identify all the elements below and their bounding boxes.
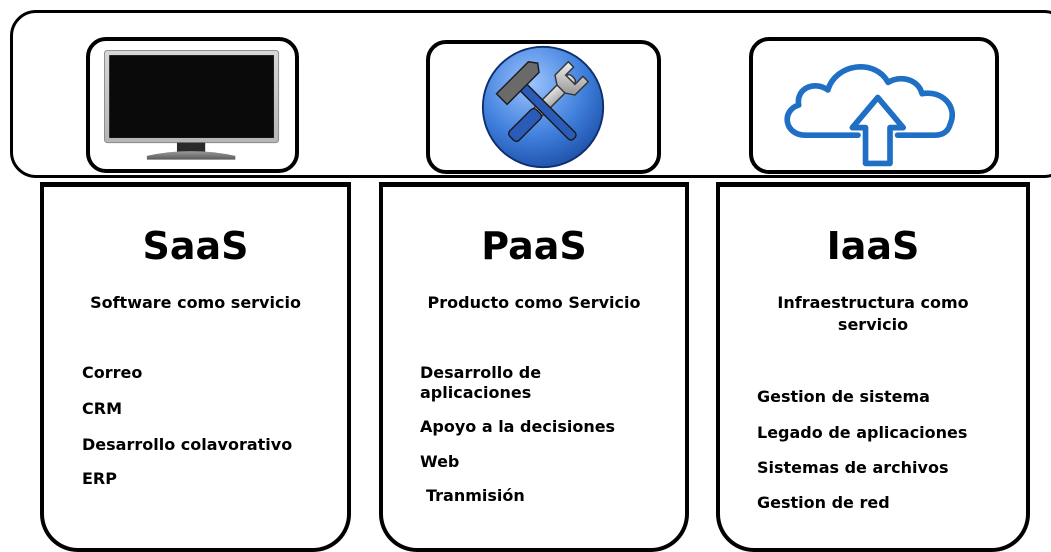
saas-items: Correo CRM Desarrollo colavorativo ERP xyxy=(82,363,347,489)
list-item: Web xyxy=(420,452,460,471)
tools-icon xyxy=(481,45,605,169)
list-item: Gestion de sistema xyxy=(757,387,930,406)
iaas-card: IaaS Infraestructura como servicio Gesti… xyxy=(716,182,1030,552)
list-item: Correo xyxy=(82,363,143,382)
list-item: ERP xyxy=(82,469,117,488)
list-item: Tranmisión xyxy=(426,486,525,505)
list-item: CRM xyxy=(82,399,122,418)
list-item: Desarrollo de aplicaciones xyxy=(420,363,542,402)
list-item: Legado de aplicaciones xyxy=(757,423,968,442)
list-item: Apoyo a la decisiones xyxy=(420,417,616,436)
cloud-upload-icon xyxy=(784,64,955,167)
paas-card: PaaS Producto como Servicio Desarrollo d… xyxy=(379,182,689,552)
saas-title: SaaS xyxy=(142,224,249,268)
paas-items: Desarrollo de aplicaciones Apoyo a la de… xyxy=(420,363,685,506)
saas-card: SaaS Software como servicio Correo CRM D… xyxy=(40,182,351,552)
paas-icon-frame xyxy=(426,40,661,174)
saas-icon-frame xyxy=(86,37,299,173)
monitor-icon xyxy=(104,49,280,160)
iaas-subtitle: Infraestructura como servicio xyxy=(777,293,969,334)
paas-title: PaaS xyxy=(481,224,587,268)
iaas-items: Gestion de sistema Legado de aplicacione… xyxy=(757,387,1026,513)
list-item: Sistemas de archivos xyxy=(757,458,949,477)
iaas-icon-frame xyxy=(749,37,999,174)
iaas-title: IaaS xyxy=(826,224,920,268)
saas-subtitle: Software como servicio xyxy=(90,293,301,312)
paas-subtitle: Producto como Servicio xyxy=(427,293,641,312)
list-item: Gestion de red xyxy=(757,493,890,512)
list-item: Desarrollo colavorativo xyxy=(82,435,293,454)
